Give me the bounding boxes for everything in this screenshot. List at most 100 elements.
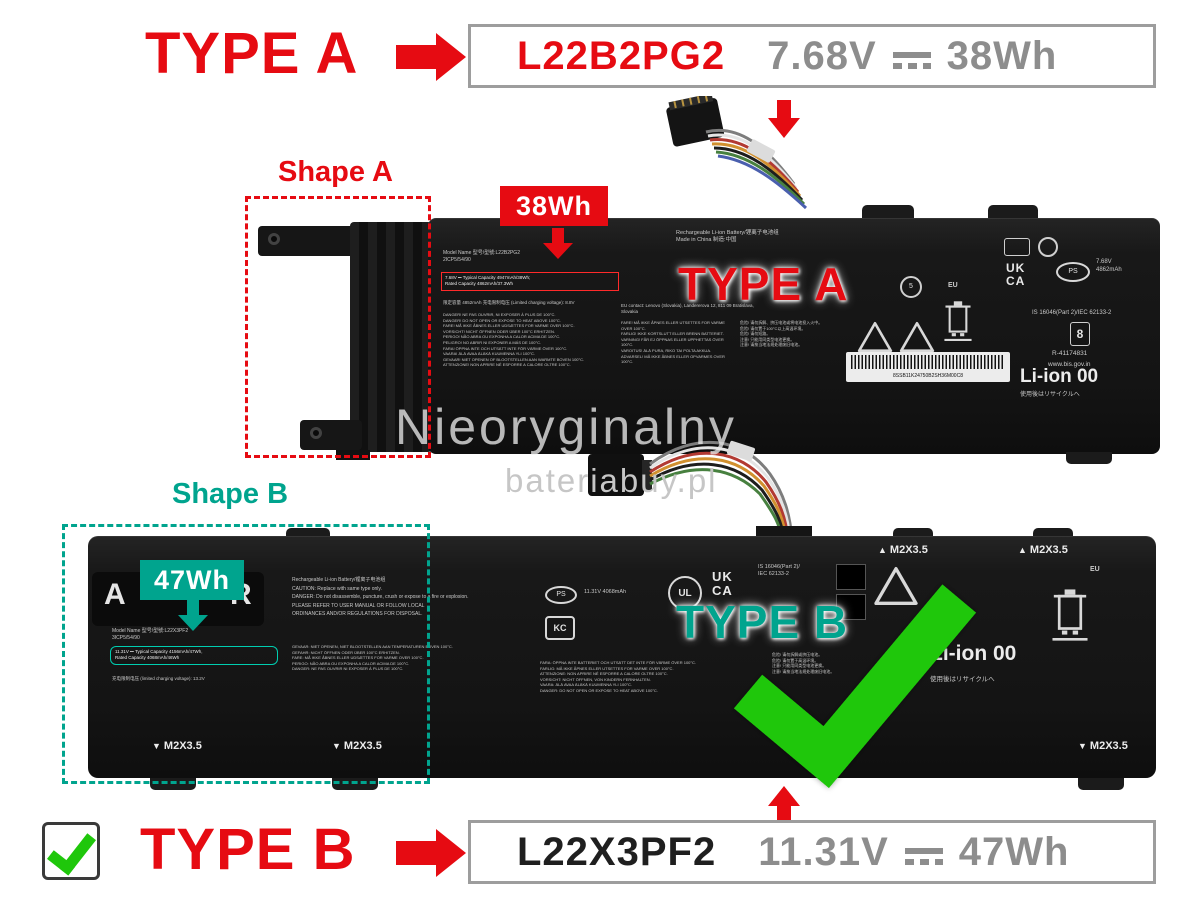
screw-size-text: M2X3.5 (343, 740, 382, 752)
battery-b-top-tab (893, 528, 933, 538)
cell-config: 3ICP5/54/90 (112, 635, 140, 641)
capacity-badge-47wh: 47Wh (140, 560, 244, 600)
model-number-a: L22B2PG2 (517, 33, 726, 78)
ukca-mark: UK CA (1006, 261, 1026, 288)
battery-a-label-header: Rechargeable Li-ion Battery/锂离子电池组 Made … (676, 230, 896, 245)
recycle-note-jp: 使用後はリサイクルへ (1020, 392, 1080, 398)
serial-number: 8SSB11K24750B2SH36M00C8 (893, 373, 963, 379)
arrow-shaft (552, 228, 564, 243)
arrow-head (436, 33, 466, 81)
cert-box-mark (1004, 238, 1030, 256)
cert-box-mark (836, 594, 866, 620)
checkbox-check-icon (47, 823, 96, 876)
shape-a-outline (245, 196, 431, 458)
battery-a-cable (666, 96, 808, 210)
battery-a-top-tab (988, 205, 1038, 219)
watermark-line1: Nieoryginalny (395, 399, 737, 455)
shape-b-label: Shape B (172, 478, 289, 510)
recycle-icon (899, 321, 935, 353)
battery-b-pointer-arrow-icon (768, 786, 800, 826)
weee-bin-icon (944, 301, 972, 341)
battery-b-bottom-tab (1078, 778, 1124, 790)
battery-b-model-block: Model Name 型号/型號:L22X3PF2 3ICP5/54/90 (112, 628, 282, 642)
ul-mark: UL (668, 576, 702, 610)
battery-b-connector-socket (756, 526, 812, 538)
recycle-note-jp: 使用後はリサイクルへ (930, 676, 995, 683)
type-a-overlay-label: TYPE A (678, 258, 849, 310)
arrow-shaft (396, 841, 436, 865)
bis-mark: 8 (1070, 322, 1090, 346)
voltage-a: 7.68V (767, 33, 877, 78)
screw-label: ▼ M2X3.5 (1078, 740, 1128, 752)
battery-b-top-tab (1033, 528, 1073, 538)
screw-hole (268, 233, 280, 245)
pse-mark: PS (1056, 262, 1090, 282)
battery-a-warnings-cjk: 危险! 请勿拆解、挤压电池或将电池投入火中。 危险! 请勿置于100°C以上高温… (740, 320, 823, 348)
screw-label: ▲ M2X3.5 (1018, 544, 1068, 556)
triangle-up-icon: ▲ (878, 545, 887, 555)
liion-mark: Li-ion 00 (1020, 366, 1099, 387)
type-b-checkbox (42, 822, 100, 880)
screw-hole (310, 427, 322, 439)
screw-size-text: M2X3.5 (1089, 740, 1128, 752)
battery-b-caution-block: Rechargeable Li-ion Battery/锂离子电池组 CAUTI… (292, 577, 469, 617)
arrow-head (436, 829, 466, 877)
screw-size-text: M2X3.5 (163, 740, 202, 752)
model-number-b: L22X3PF2 (517, 829, 717, 874)
capacity-badge-38wh: 38Wh (500, 186, 608, 226)
pse-rating-text: 7.68V 4862mAh (1096, 259, 1122, 273)
capacity-b: 47Wh (958, 829, 1070, 874)
bis-registration-number: R-41174831 (1052, 350, 1088, 357)
battery-b-warnings-cjk: 危险! 请勿拆解或挤压电池。 危险! 请勿置于高温环境。 注意! 只能用同类型电… (772, 652, 835, 674)
barcode-sticker: 8SSB11K24750B2SH36M00C8 (846, 352, 1010, 382)
type-b-arrow-icon (396, 829, 466, 877)
screw-label: ▼ M2X3.5 (152, 740, 202, 752)
battery-a-eu-contact: EU contact: Lenovo (Slovakia), Landerero… (621, 303, 754, 315)
battery-a-bracket-arm (258, 226, 354, 256)
triangle-down-icon: ▼ (1078, 741, 1087, 751)
barcode-stripes (851, 355, 1005, 369)
label-line: Made in China 制造:中国 (676, 237, 737, 244)
screw-size-text: M2X3.5 (1029, 544, 1068, 556)
model-line: Model Name 型号/型號:L22X3PF2 (112, 628, 189, 634)
arrow-head (543, 243, 573, 259)
battery-a-charge-line: 限定容量 4852mAh 充电限制电压 (Limited charging vo… (443, 300, 575, 305)
arrow-head (178, 615, 208, 631)
dc-voltage-icon (904, 847, 943, 865)
voltage-b: 11.31V (758, 829, 889, 874)
bis-url: www.bis.gov.in (1048, 361, 1091, 368)
screw-label: ▲ M2X3.5 (878, 544, 928, 556)
cell-config: 2ICP5/54/90 (443, 257, 471, 263)
model-line: Model Name 型号/型號:L22B2PG2 (443, 250, 520, 256)
cert-box-mark (836, 564, 866, 590)
weee-bin-icon (1052, 589, 1088, 641)
dc-solid-bar (904, 847, 943, 854)
cert-circle-mark (1038, 237, 1058, 257)
battery-b-charge-line: 充电限制电压 (limited charging voltage): 13.2V (112, 676, 205, 681)
battery-b-top-tab (286, 528, 330, 538)
triangle-up-icon: ▲ (1018, 545, 1027, 555)
triangle-down-icon: ▼ (152, 741, 161, 751)
screw-label: ▼ M2X3.5 (332, 740, 382, 752)
standard-text: IS 16046(Part 2)/ IEC 62133-2 (758, 564, 800, 578)
spec-box-type-a: L22B2PG2 7.68V 38Wh (468, 24, 1156, 88)
triangle-down-icon: ▼ (332, 741, 341, 751)
battery-a-model-block: Model Name 型号/型號:L22B2PG2 2ICP5/54/90 (443, 250, 623, 264)
rohs-circle-mark: 5 (900, 276, 922, 298)
type-b-overlay-label: TYPE B (676, 596, 849, 648)
arrow-shaft (777, 100, 791, 118)
kc-mark: KC (545, 616, 575, 640)
arrow-shaft (777, 806, 791, 822)
battery-a-bracket-tab (300, 420, 362, 450)
connector-pointer-arrow-icon (768, 100, 800, 140)
eu-label: EU (948, 282, 958, 289)
pse-rating-text: 11.31V 4068mAh (584, 589, 627, 595)
standard-text: IS 16046(Part 2)/IEC 62133-2 (1032, 310, 1112, 316)
arrow-head (768, 786, 800, 806)
badge-b-pointer-arrow-icon (178, 600, 208, 632)
shape-a-label: Shape A (278, 156, 393, 188)
spec-box-type-b: L22X3PF2 11.31V 47Wh (468, 820, 1156, 884)
arrow-shaft (396, 45, 436, 69)
recycle-icon (857, 321, 893, 353)
